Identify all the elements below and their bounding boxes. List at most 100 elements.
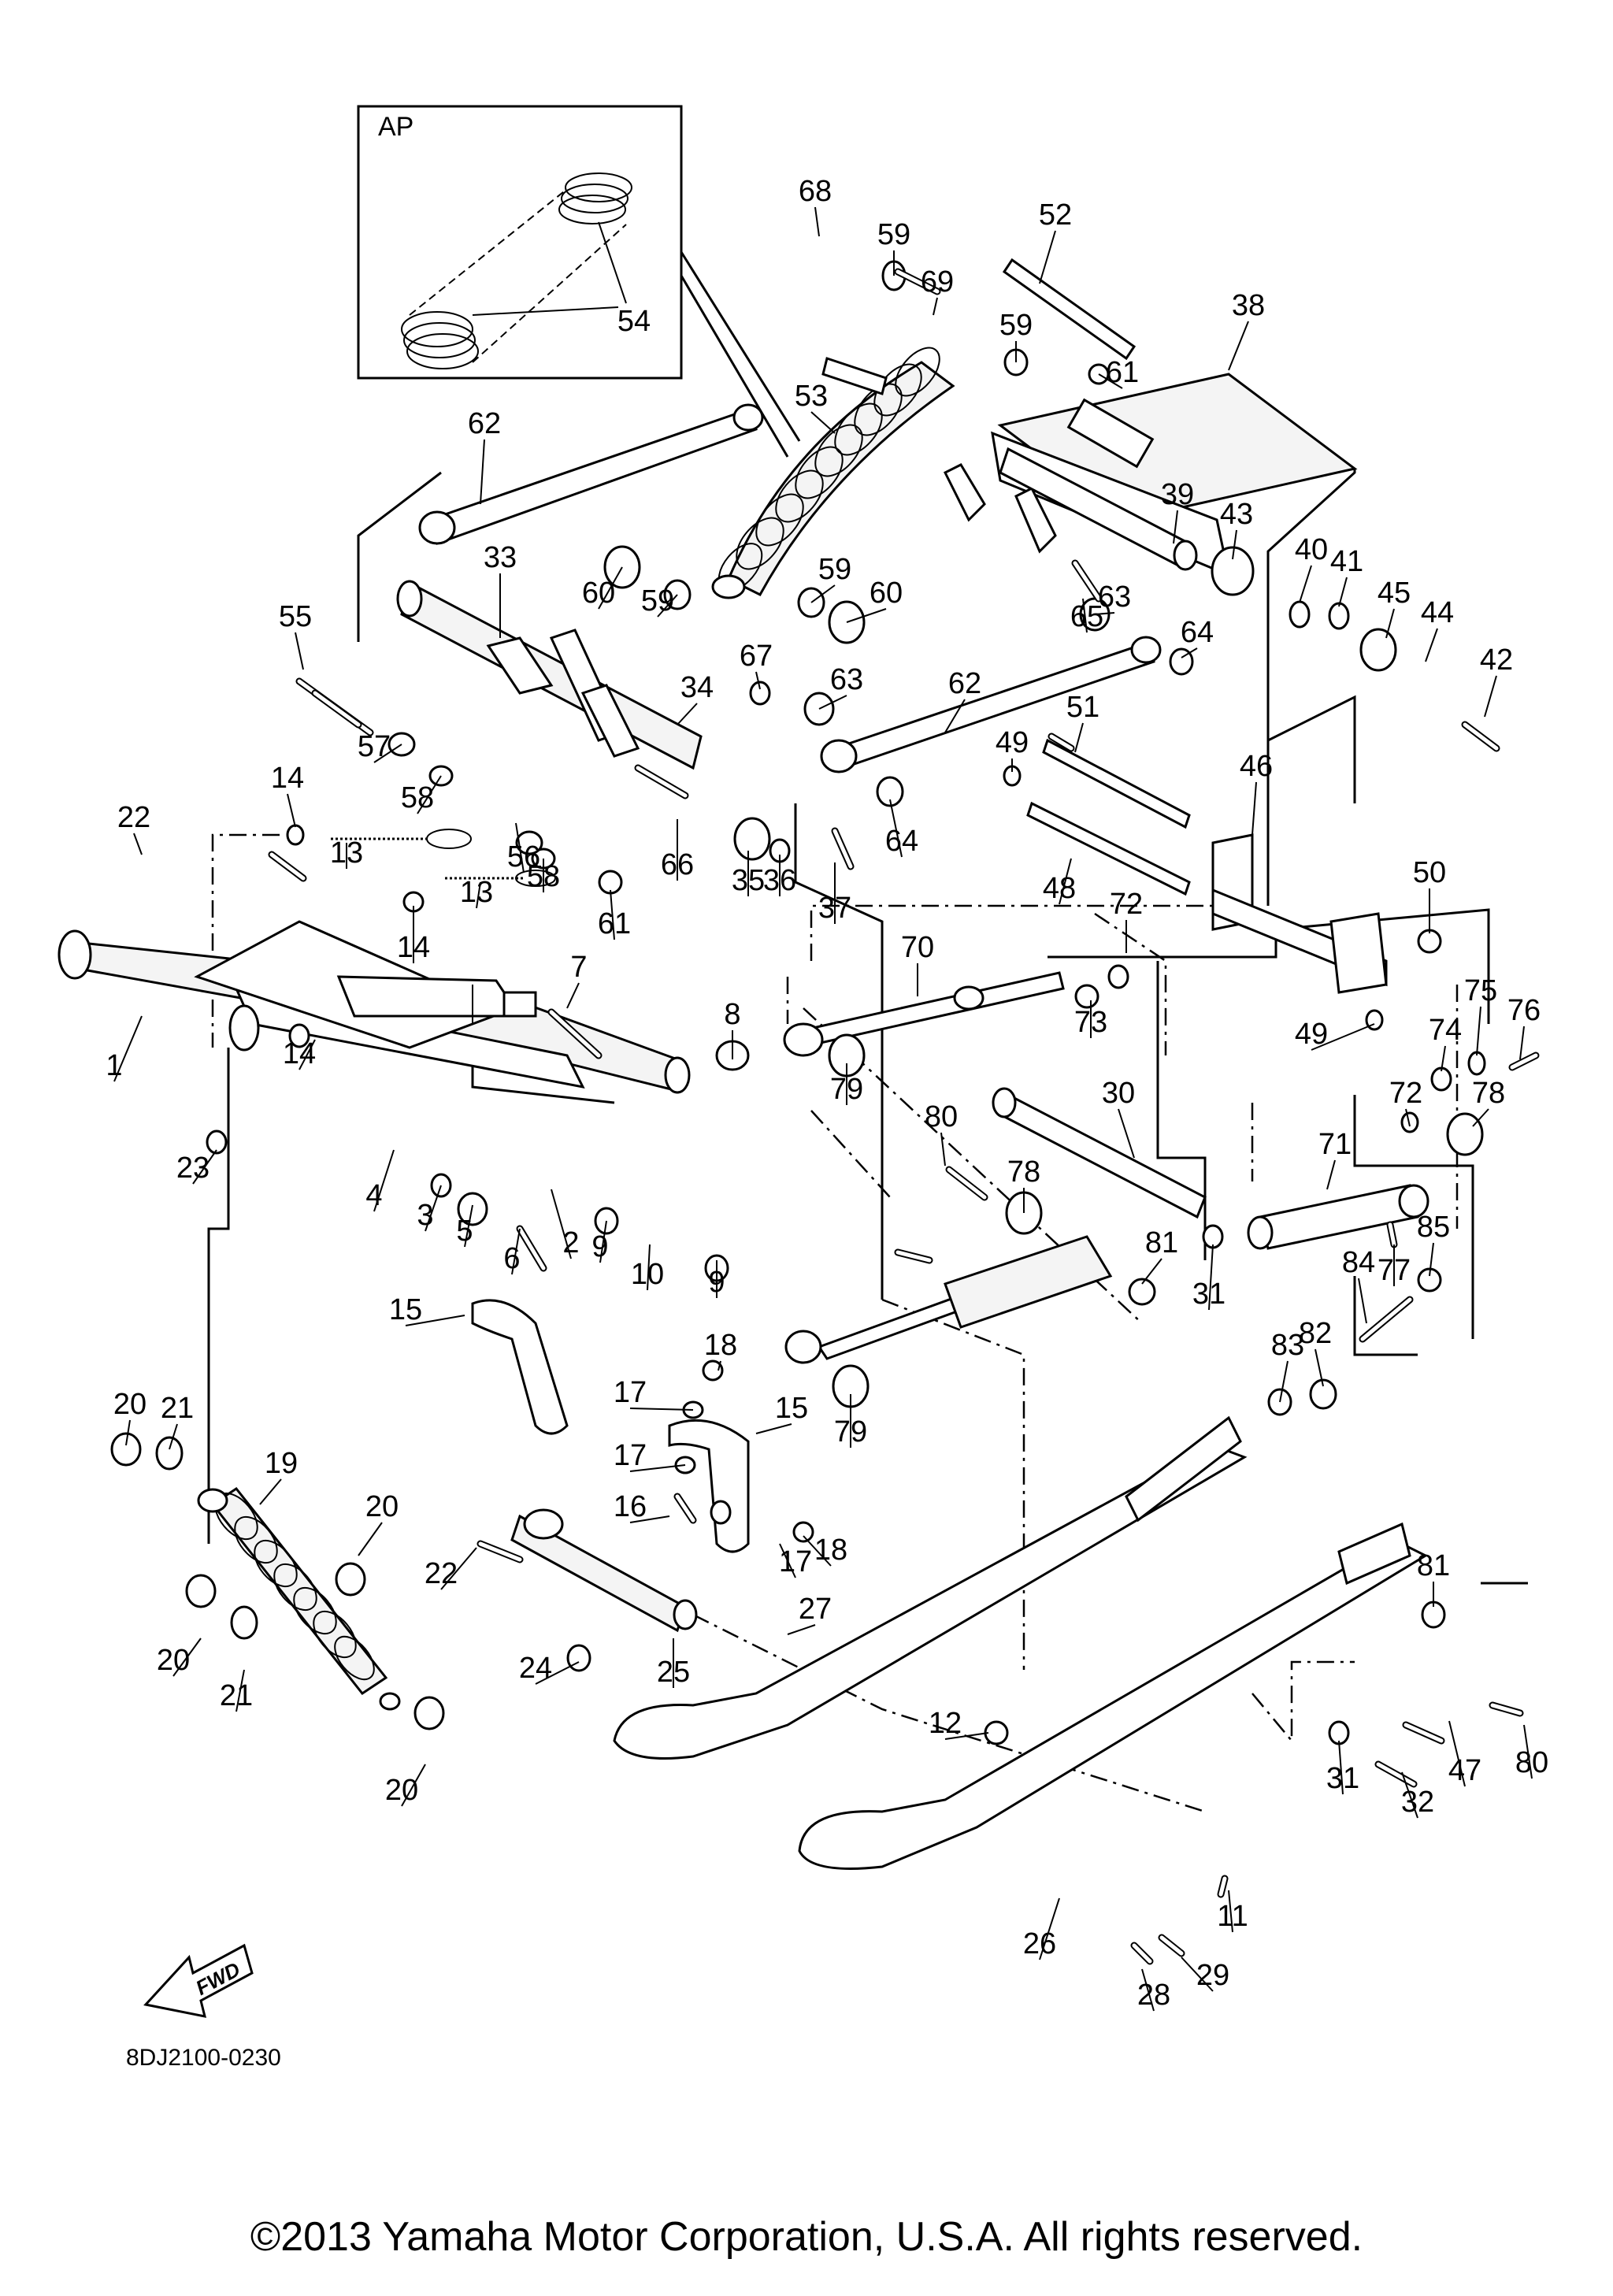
leader-line [647, 1244, 651, 1291]
hardware-part [1128, 1278, 1156, 1306]
bolt-highlight [1403, 1723, 1444, 1743]
callout-15: 15 [775, 1392, 808, 1425]
leader-line [610, 889, 615, 940]
leader-line [1472, 1108, 1489, 1127]
leader-line [440, 1547, 477, 1590]
bolt-highlight [1388, 1222, 1396, 1247]
leader-line [425, 1185, 442, 1232]
callout-14: 14 [283, 1037, 316, 1070]
callout-21: 21 [161, 1392, 194, 1425]
callout-32: 32 [1401, 1786, 1434, 1819]
leader-line [1405, 1108, 1411, 1127]
hardware-part [515, 830, 543, 855]
bolt-highlight [895, 269, 940, 294]
arm-71 [1247, 1184, 1429, 1250]
leader-line [1098, 373, 1123, 389]
callout-57: 57 [358, 730, 391, 763]
callout-40: 40 [1295, 533, 1328, 566]
callout-9: 9 [591, 1230, 608, 1263]
bolt-highlight [1463, 722, 1499, 751]
callout-16: 16 [614, 1490, 647, 1523]
callout-35: 35 [732, 864, 765, 897]
leader-line [113, 1015, 143, 1082]
callout-23: 23 [176, 1152, 210, 1185]
hardware-part [1328, 602, 1350, 630]
leader-line [476, 881, 481, 909]
leader-line [629, 1515, 670, 1523]
bolt-highlight [1360, 1297, 1412, 1341]
leader-line [1385, 608, 1395, 639]
callout-labels: 1234567899101112131314141415151617171718… [106, 175, 1548, 2012]
callout-83: 83 [1271, 1329, 1304, 1362]
leader-line [1299, 565, 1312, 603]
hardware-part [598, 870, 623, 895]
bolt-highlight [832, 829, 853, 869]
callout-8: 8 [724, 998, 740, 1031]
callout-59: 59 [641, 584, 674, 618]
leader-line [1228, 321, 1249, 371]
callout-73: 73 [1074, 1006, 1107, 1039]
leader-line [1232, 529, 1237, 560]
bolt-highlight [478, 1541, 522, 1562]
callout-34: 34 [680, 671, 714, 704]
callout-37: 37 [818, 892, 851, 925]
leader-line [295, 632, 304, 670]
callout-67: 67 [740, 640, 773, 673]
callout-51: 51 [1066, 691, 1099, 724]
leader-line [599, 1220, 607, 1263]
callout-5: 5 [456, 1215, 473, 1248]
callout-2: 2 [562, 1226, 579, 1259]
leader-line [298, 1039, 316, 1070]
hardware-part [185, 1574, 217, 1608]
callout-58: 58 [401, 781, 434, 814]
callout-44: 44 [1421, 596, 1454, 629]
rear-shock-53 [711, 347, 955, 599]
leader-line [1338, 577, 1348, 607]
bolt-highlight [517, 1226, 546, 1270]
callout-62: 62 [468, 407, 501, 440]
callout-55: 55 [279, 600, 312, 633]
leader-line [405, 1315, 465, 1326]
link-rod-62a [418, 403, 764, 545]
callout-69: 69 [921, 265, 954, 299]
callout-81: 81 [1417, 1549, 1450, 1582]
callout-27: 27 [799, 1593, 832, 1626]
callout-82: 82 [1299, 1317, 1332, 1350]
callout-49: 49 [996, 726, 1029, 759]
callout-1: 1 [106, 1049, 122, 1082]
callout-75: 75 [1464, 974, 1497, 1007]
callout-13: 13 [460, 876, 493, 909]
leader-line [373, 1149, 395, 1212]
leader-line [657, 594, 678, 618]
callout-50: 50 [1413, 856, 1446, 889]
callout-17: 17 [779, 1545, 812, 1578]
leader-line [287, 793, 296, 828]
leader-line [755, 671, 761, 690]
leader-line [125, 1419, 131, 1446]
hardware-part [1289, 600, 1311, 629]
callout-78: 78 [1007, 1155, 1040, 1189]
leader-line [1181, 647, 1198, 658]
leader-line [814, 206, 820, 237]
callout-72: 72 [1110, 888, 1143, 921]
bolt-highlight [1073, 561, 1101, 601]
front-arm-assembly [57, 920, 691, 1094]
leader-line [1082, 598, 1088, 633]
callout-14: 14 [271, 762, 304, 795]
hardware-part [733, 817, 771, 861]
bolt-highlight [1132, 1943, 1152, 1964]
leader-line [629, 1408, 694, 1411]
callout-59: 59 [999, 309, 1033, 342]
bolt-highlight [1159, 1935, 1184, 1956]
callout-81: 81 [1145, 1226, 1178, 1259]
leader-line [373, 744, 402, 763]
leader-line [235, 1669, 245, 1712]
leader-line [1441, 1045, 1446, 1072]
callout-22: 22 [117, 801, 150, 834]
callout-26: 26 [1023, 1927, 1056, 1960]
bolt-highlight [1490, 1703, 1522, 1716]
leader-line [677, 703, 698, 725]
leader-line [810, 584, 836, 603]
leader-line [480, 439, 485, 505]
hardware-part [206, 1129, 228, 1155]
